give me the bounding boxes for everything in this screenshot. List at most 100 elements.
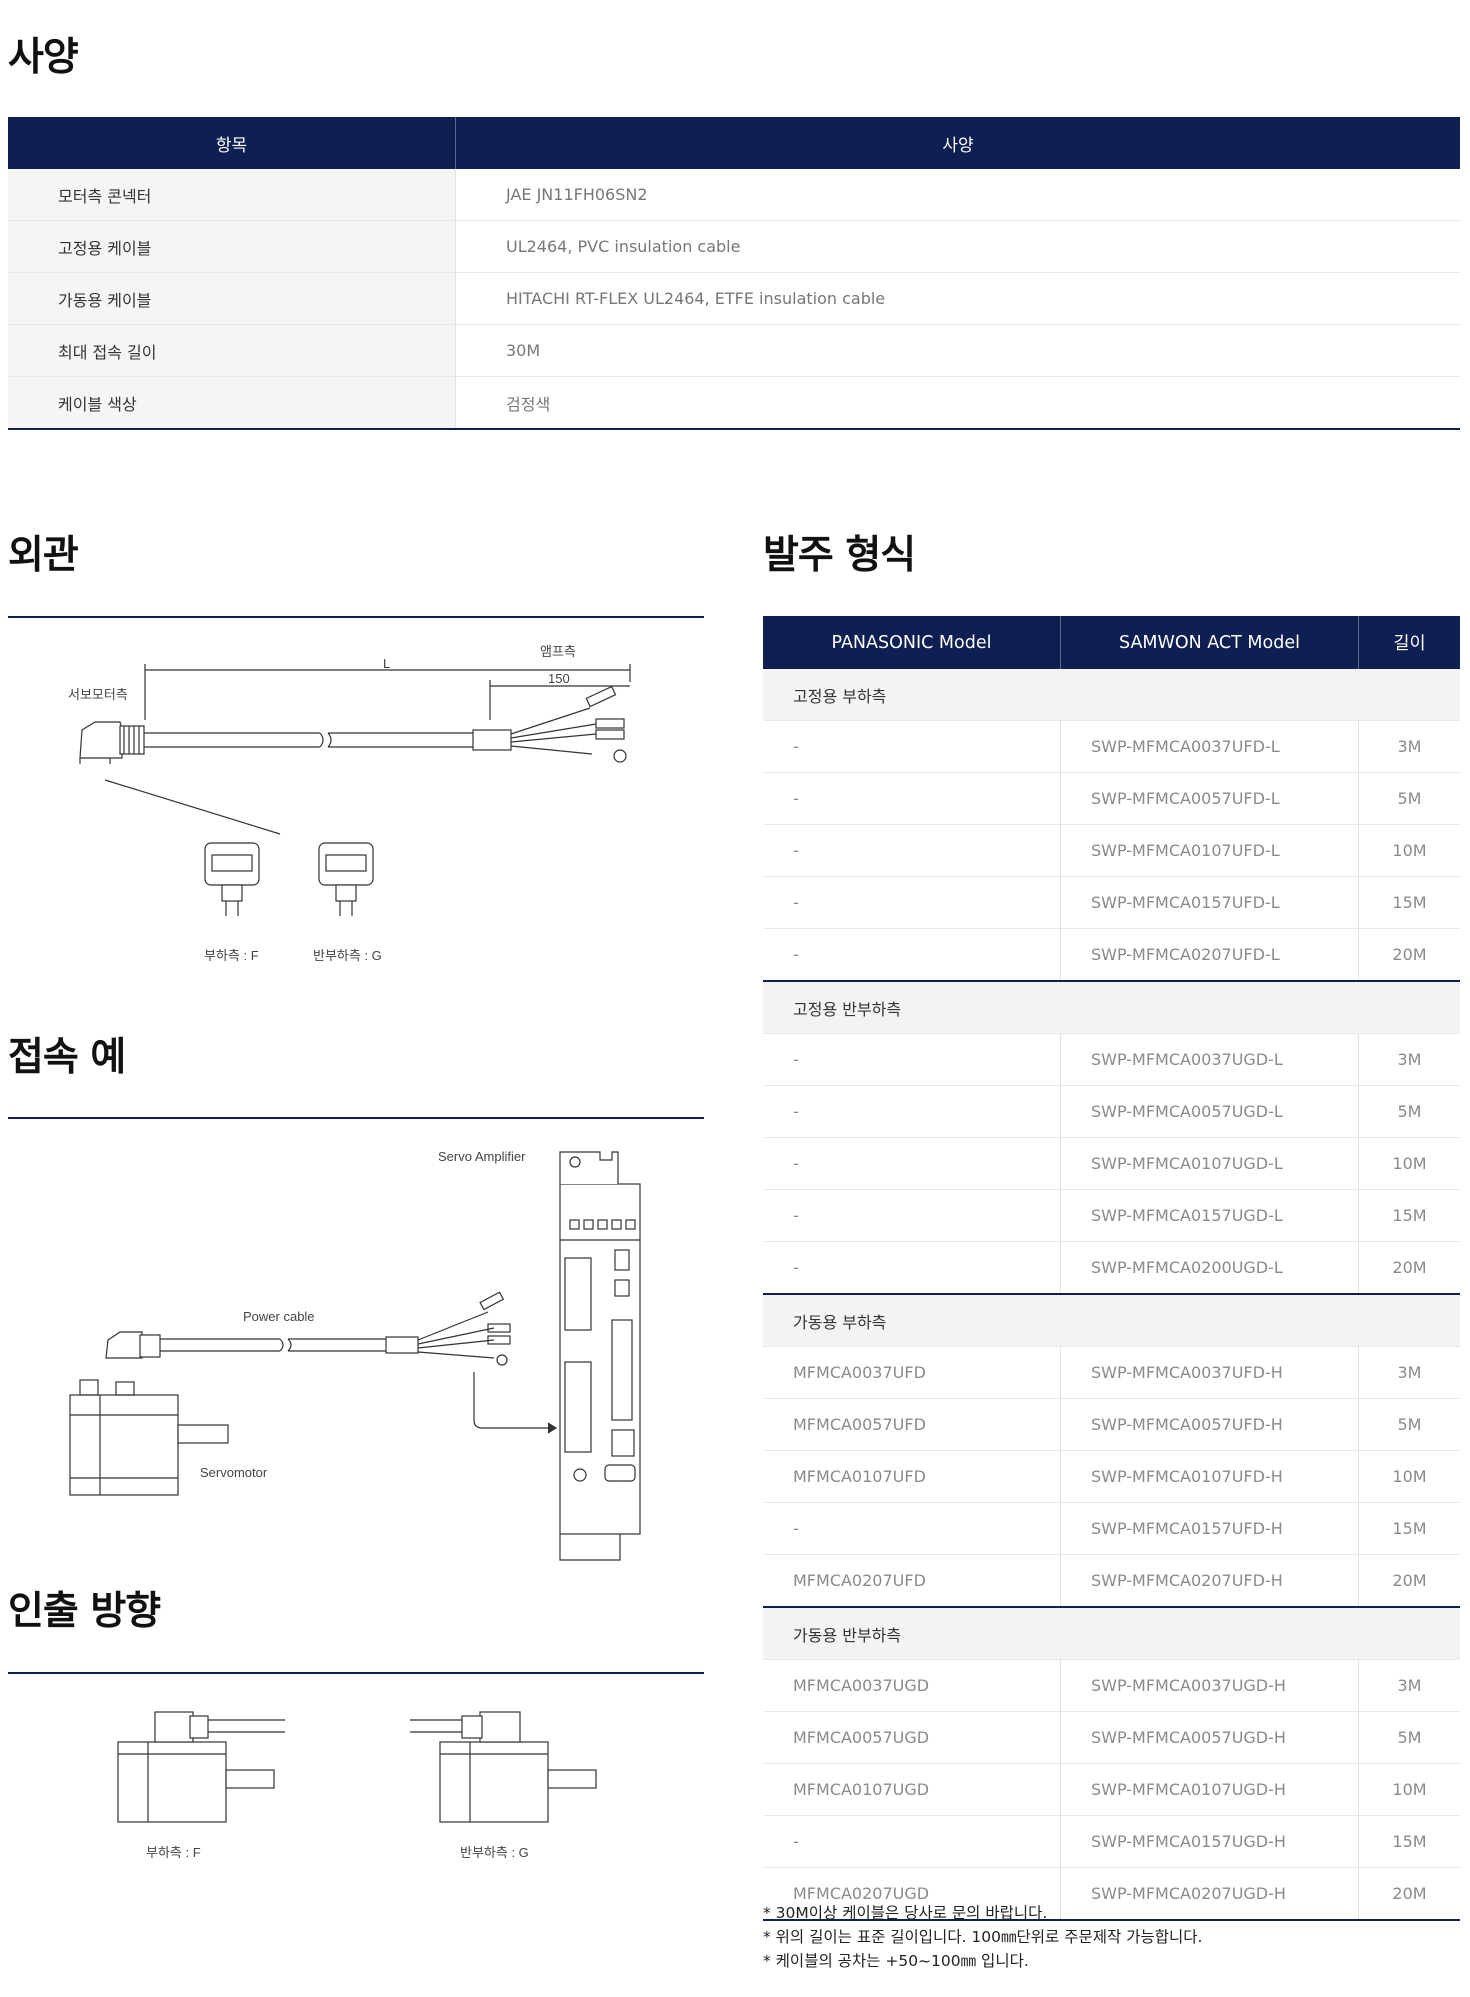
panasonic-model-cell: MFMCA0107UGD xyxy=(763,1763,1061,1816)
length-cell: 3M xyxy=(1358,1659,1460,1712)
panasonic-model-cell: - xyxy=(763,720,1061,773)
panasonic-model-cell: MFMCA0107UFD xyxy=(763,1450,1061,1503)
cable-appearance-diagram xyxy=(79,664,631,916)
length-cell: 15M xyxy=(1358,1189,1460,1242)
spec-value: 30M xyxy=(455,324,1460,377)
samwon-model-cell: SWP-MFMCA0157UFD-L xyxy=(1060,876,1359,929)
direction-load-side-label: 부하측 : F xyxy=(146,1845,201,1860)
samwon-model-cell: SWP-MFMCA0107UGD-H xyxy=(1060,1763,1359,1816)
panasonic-model-cell: - xyxy=(763,928,1061,982)
panasonic-model-cell: MFMCA0037UFD xyxy=(763,1346,1061,1399)
panasonic-model-cell: MFMCA0057UFD xyxy=(763,1398,1061,1451)
connection-title: 접속 예 xyxy=(8,1035,126,1080)
panasonic-model-cell: - xyxy=(763,1033,1061,1086)
order-table: PANASONIC Model SAMWON ACT Model 길이 고정용 … xyxy=(763,616,1460,1921)
order-group-row: 가동용 반부하측 xyxy=(763,1607,1460,1660)
length-cell: 10M xyxy=(1358,1763,1460,1816)
panasonic-model-cell: - xyxy=(763,1085,1061,1138)
panasonic-model-cell: MFMCA0057UGD xyxy=(763,1711,1061,1764)
spec-header-item: 항목 xyxy=(8,117,456,169)
order-group-row: 고정용 부하측 xyxy=(763,669,1460,721)
samwon-model-cell: SWP-MFMCA0057UFD-H xyxy=(1060,1398,1359,1451)
order-group-row: 고정용 반부하측 xyxy=(763,981,1460,1034)
order-header-length: 길이 xyxy=(1358,616,1460,669)
order-title: 발주 형식 xyxy=(763,533,916,578)
servo-amplifier-label: Servo Amplifier xyxy=(438,1149,526,1164)
length-cell: 3M xyxy=(1358,1346,1460,1399)
length-cell: 5M xyxy=(1358,1085,1460,1138)
samwon-model-cell: SWP-MFMCA0207UFD-H xyxy=(1060,1554,1359,1608)
length-cell: 15M xyxy=(1358,876,1460,929)
samwon-model-cell: SWP-MFMCA0057UGD-L xyxy=(1060,1085,1359,1138)
servomotor-label: Servomotor xyxy=(200,1465,268,1480)
appearance-divider xyxy=(8,616,704,618)
length-cell: 15M xyxy=(1358,1815,1460,1868)
length-label: L xyxy=(383,656,391,671)
direction-anti-load-side-label: 반부하측 : G xyxy=(460,1845,529,1860)
note-line: * 위의 길이는 표준 길이입니다. 100㎜단위로 주문제작 가능합니다. xyxy=(763,1928,1203,1946)
samwon-model-cell: SWP-MFMCA0207UGD-H xyxy=(1060,1867,1359,1921)
samwon-model-cell: SWP-MFMCA0207UFD-L xyxy=(1060,928,1359,982)
length-cell: 5M xyxy=(1358,772,1460,825)
samwon-model-cell: SWP-MFMCA0037UFD-L xyxy=(1060,720,1359,773)
order-header-row: PANASONIC Model SAMWON ACT Model 길이 xyxy=(763,616,1460,669)
direction-title: 인출 방향 xyxy=(8,1589,161,1634)
spec-header-row: 항목 사양 xyxy=(8,117,1460,169)
dimension-label: 150 xyxy=(548,671,570,686)
power-cable-label: Power cable xyxy=(243,1309,315,1324)
samwon-model-cell: SWP-MFMCA0037UGD-L xyxy=(1060,1033,1359,1086)
samwon-model-cell: SWP-MFMCA0037UFD-H xyxy=(1060,1346,1359,1399)
spec-key: 모터측 콘넥터 xyxy=(8,169,456,221)
panasonic-model-cell: - xyxy=(763,1502,1061,1555)
spec-key: 최대 접속 길이 xyxy=(8,324,456,377)
panasonic-model-cell: - xyxy=(763,1815,1061,1868)
spec-title: 사양 xyxy=(8,35,79,80)
order-group-label: 고정용 부하측 xyxy=(763,669,1460,721)
length-cell: 3M xyxy=(1358,1033,1460,1086)
samwon-model-cell: SWP-MFMCA0107UFD-H xyxy=(1060,1450,1359,1503)
samwon-model-cell: SWP-MFMCA0157UFD-H xyxy=(1060,1502,1359,1555)
panasonic-model-cell: - xyxy=(763,1137,1061,1190)
order-group-label: 가동용 부하측 xyxy=(763,1294,1460,1347)
order-group-row: 가동용 부하측 xyxy=(763,1294,1460,1347)
anti-load-side-label: 반부하측 : G xyxy=(313,948,382,963)
spec-key: 케이블 색상 xyxy=(8,376,456,430)
panasonic-model-cell: - xyxy=(763,1241,1061,1295)
samwon-model-cell: SWP-MFMCA0057UFD-L xyxy=(1060,772,1359,825)
samwon-model-cell: SWP-MFMCA0200UGD-L xyxy=(1060,1241,1359,1295)
spec-header-spec: 사양 xyxy=(455,117,1460,169)
length-cell: 10M xyxy=(1358,1450,1460,1503)
panasonic-model-cell: MFMCA0037UGD xyxy=(763,1659,1061,1712)
samwon-model-cell: SWP-MFMCA0157UGD-H xyxy=(1060,1815,1359,1868)
connection-divider xyxy=(8,1117,704,1119)
samwon-model-cell: SWP-MFMCA0037UGD-H xyxy=(1060,1659,1359,1712)
panasonic-model-cell: MFMCA0207UGD xyxy=(763,1867,1061,1921)
length-cell: 10M xyxy=(1358,824,1460,877)
spec-key: 고정용 케이블 xyxy=(8,220,456,273)
appearance-title: 외관 xyxy=(8,533,79,578)
spec-value: 검정색 xyxy=(455,376,1460,430)
length-cell: 3M xyxy=(1358,720,1460,773)
order-notes: * 30M이상 케이블은 당사로 문의 바랍니다. * 위의 길이는 표준 길이… xyxy=(763,1901,1202,1973)
